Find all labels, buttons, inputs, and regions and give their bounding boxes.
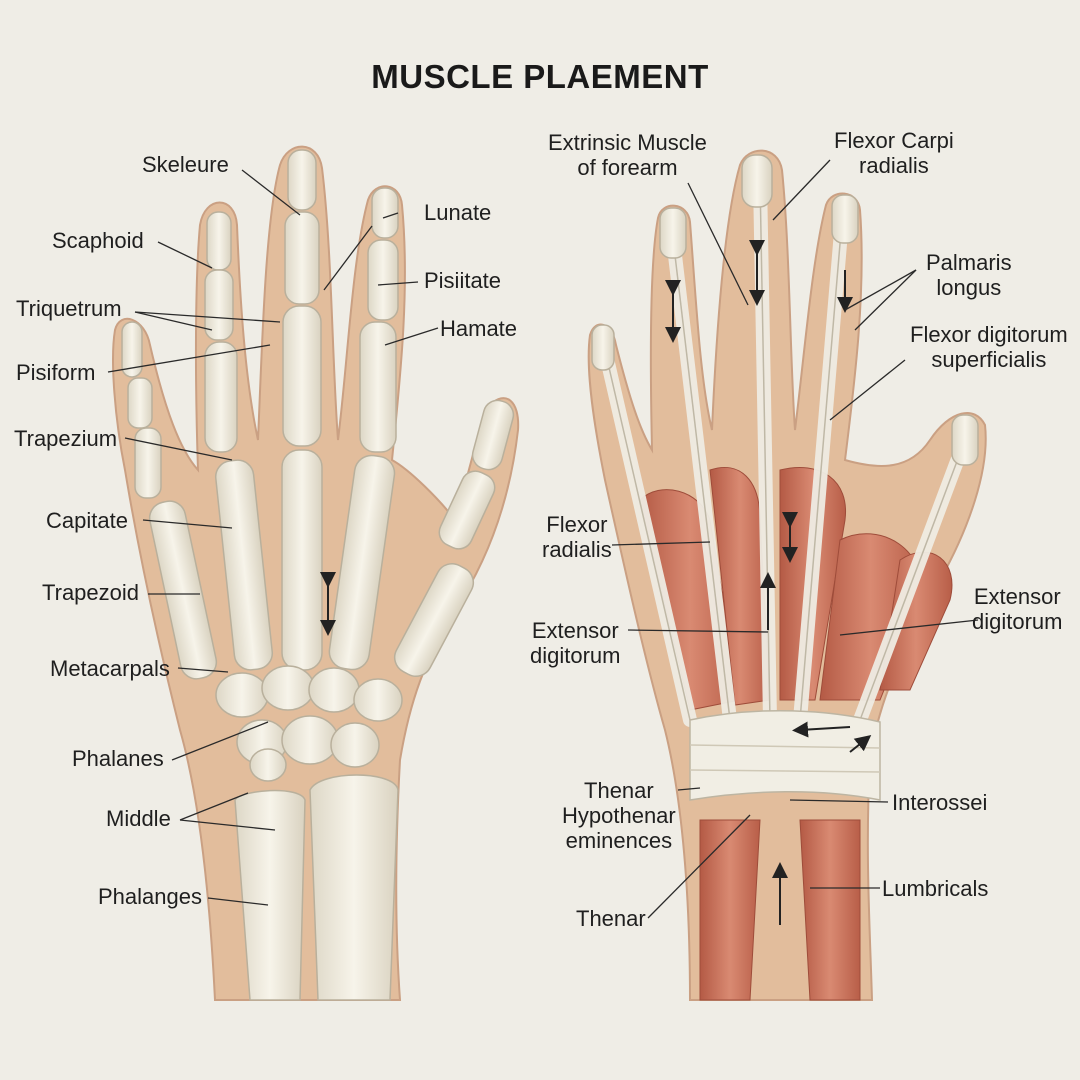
label-extensor-digitorum-left: Extensor digitorum bbox=[530, 618, 621, 668]
left-hand-skeleton bbox=[112, 145, 520, 1001]
label-trapezium: Trapezium bbox=[14, 426, 118, 451]
label-trapezoid: Trapezoid bbox=[42, 580, 140, 605]
label-flexor-carpi-radialis: Flexor Carpi radialis bbox=[834, 128, 954, 178]
label-flexor-digitorum-superficialis: Flexor digitorum superficialis bbox=[910, 322, 1068, 372]
label-thenar-hypothenar-eminences: Thenar Hypothenar eminences bbox=[562, 778, 676, 853]
label-interossei: Interossei bbox=[892, 790, 988, 815]
label-scaphoid: Scaphoid bbox=[52, 228, 144, 253]
label-extensor-digitorum-right: Extensor digitorum bbox=[972, 584, 1063, 634]
label-extrinsic-muscle: Extrinsic Muscle of forearm bbox=[548, 130, 707, 180]
label-lumbricals: Lumbricals bbox=[882, 876, 989, 901]
label-triquetrum: Triquetrum bbox=[16, 296, 122, 321]
label-lunate: Lunate bbox=[424, 200, 492, 225]
label-thenar: Thenar bbox=[576, 906, 646, 931]
label-skeleure: Skeleure bbox=[142, 152, 229, 177]
label-phalanges: Phalanges bbox=[98, 884, 202, 909]
label-metacarpals: Metacarpals bbox=[50, 656, 170, 681]
right-leader-lines bbox=[611, 159, 979, 919]
label-pisiform: Pisiform bbox=[16, 360, 96, 385]
page-title: MUSCLE PLAEMENT bbox=[371, 58, 709, 95]
label-palmaris-longus: Palmaris longus bbox=[926, 250, 1012, 300]
right-hand-muscles bbox=[587, 149, 987, 1001]
label-flexor-radialis: Flexor radialis bbox=[542, 512, 612, 562]
label-pisiitate: Pisiitate bbox=[424, 268, 502, 293]
label-phalanes: Phalanes bbox=[72, 746, 164, 771]
label-middle: Middle bbox=[106, 806, 171, 831]
label-hamate: Hamate bbox=[440, 316, 518, 341]
left-leader-lines bbox=[107, 169, 439, 906]
label-capitate: Capitate bbox=[46, 508, 128, 533]
